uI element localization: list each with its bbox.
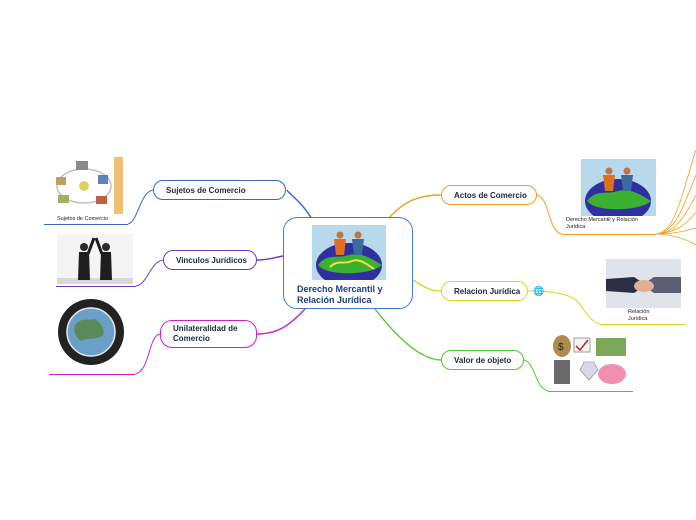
branch-vinculos-juridicos[interactable]: Vinculos Jurídicos (163, 250, 257, 270)
central-topic-title: Derecho Mercantil y Relación Jurídica (297, 284, 383, 305)
leaf-underline-unilateralidad (49, 374, 135, 375)
businessmen-high-five-icon[interactable] (57, 234, 133, 284)
globe-icon[interactable]: 🌐 (533, 286, 545, 296)
people-building-globe-icon (312, 225, 386, 280)
handshake-icon[interactable] (606, 259, 681, 308)
branch-unilateralidad-de-comercio[interactable]: Unilateralidad de Comercio (160, 320, 257, 348)
people-around-globe-icon[interactable] (53, 297, 129, 367)
branch-relacion-juridica[interactable]: Relacion Jurídica (441, 281, 528, 301)
leaf-underline-relacion (600, 324, 686, 325)
branch-actos-de-comercio[interactable]: Actos de Comercio (441, 185, 537, 205)
leaf-caption-sujetos: Sujetos de Comercio (57, 216, 109, 222)
central-topic[interactable]: Derecho Mercantil y Relación Jurídica (283, 217, 413, 309)
trade-network-diagram-icon[interactable] (48, 157, 123, 214)
leaf-underline-valor (548, 391, 633, 392)
leaf-underline-vinculos (56, 286, 136, 287)
leaf-caption-actos: Derecho Mercantil y Relación Jurídica (566, 217, 638, 230)
leaf-caption-relacion: Relación Jurídica (628, 309, 650, 322)
branch-valor-de-objeto[interactable]: Valor de objeto (441, 350, 524, 370)
leaf-underline-sujetos (44, 224, 128, 225)
people-building-globe-leaf-icon[interactable] (581, 159, 656, 216)
money-valuables-icon[interactable]: $ (552, 332, 632, 388)
leaf-underline-actos (562, 234, 656, 235)
branch-sujetos-de-comercio[interactable]: Sujetos de Comercio (153, 180, 286, 200)
svg-text:$: $ (558, 342, 564, 353)
